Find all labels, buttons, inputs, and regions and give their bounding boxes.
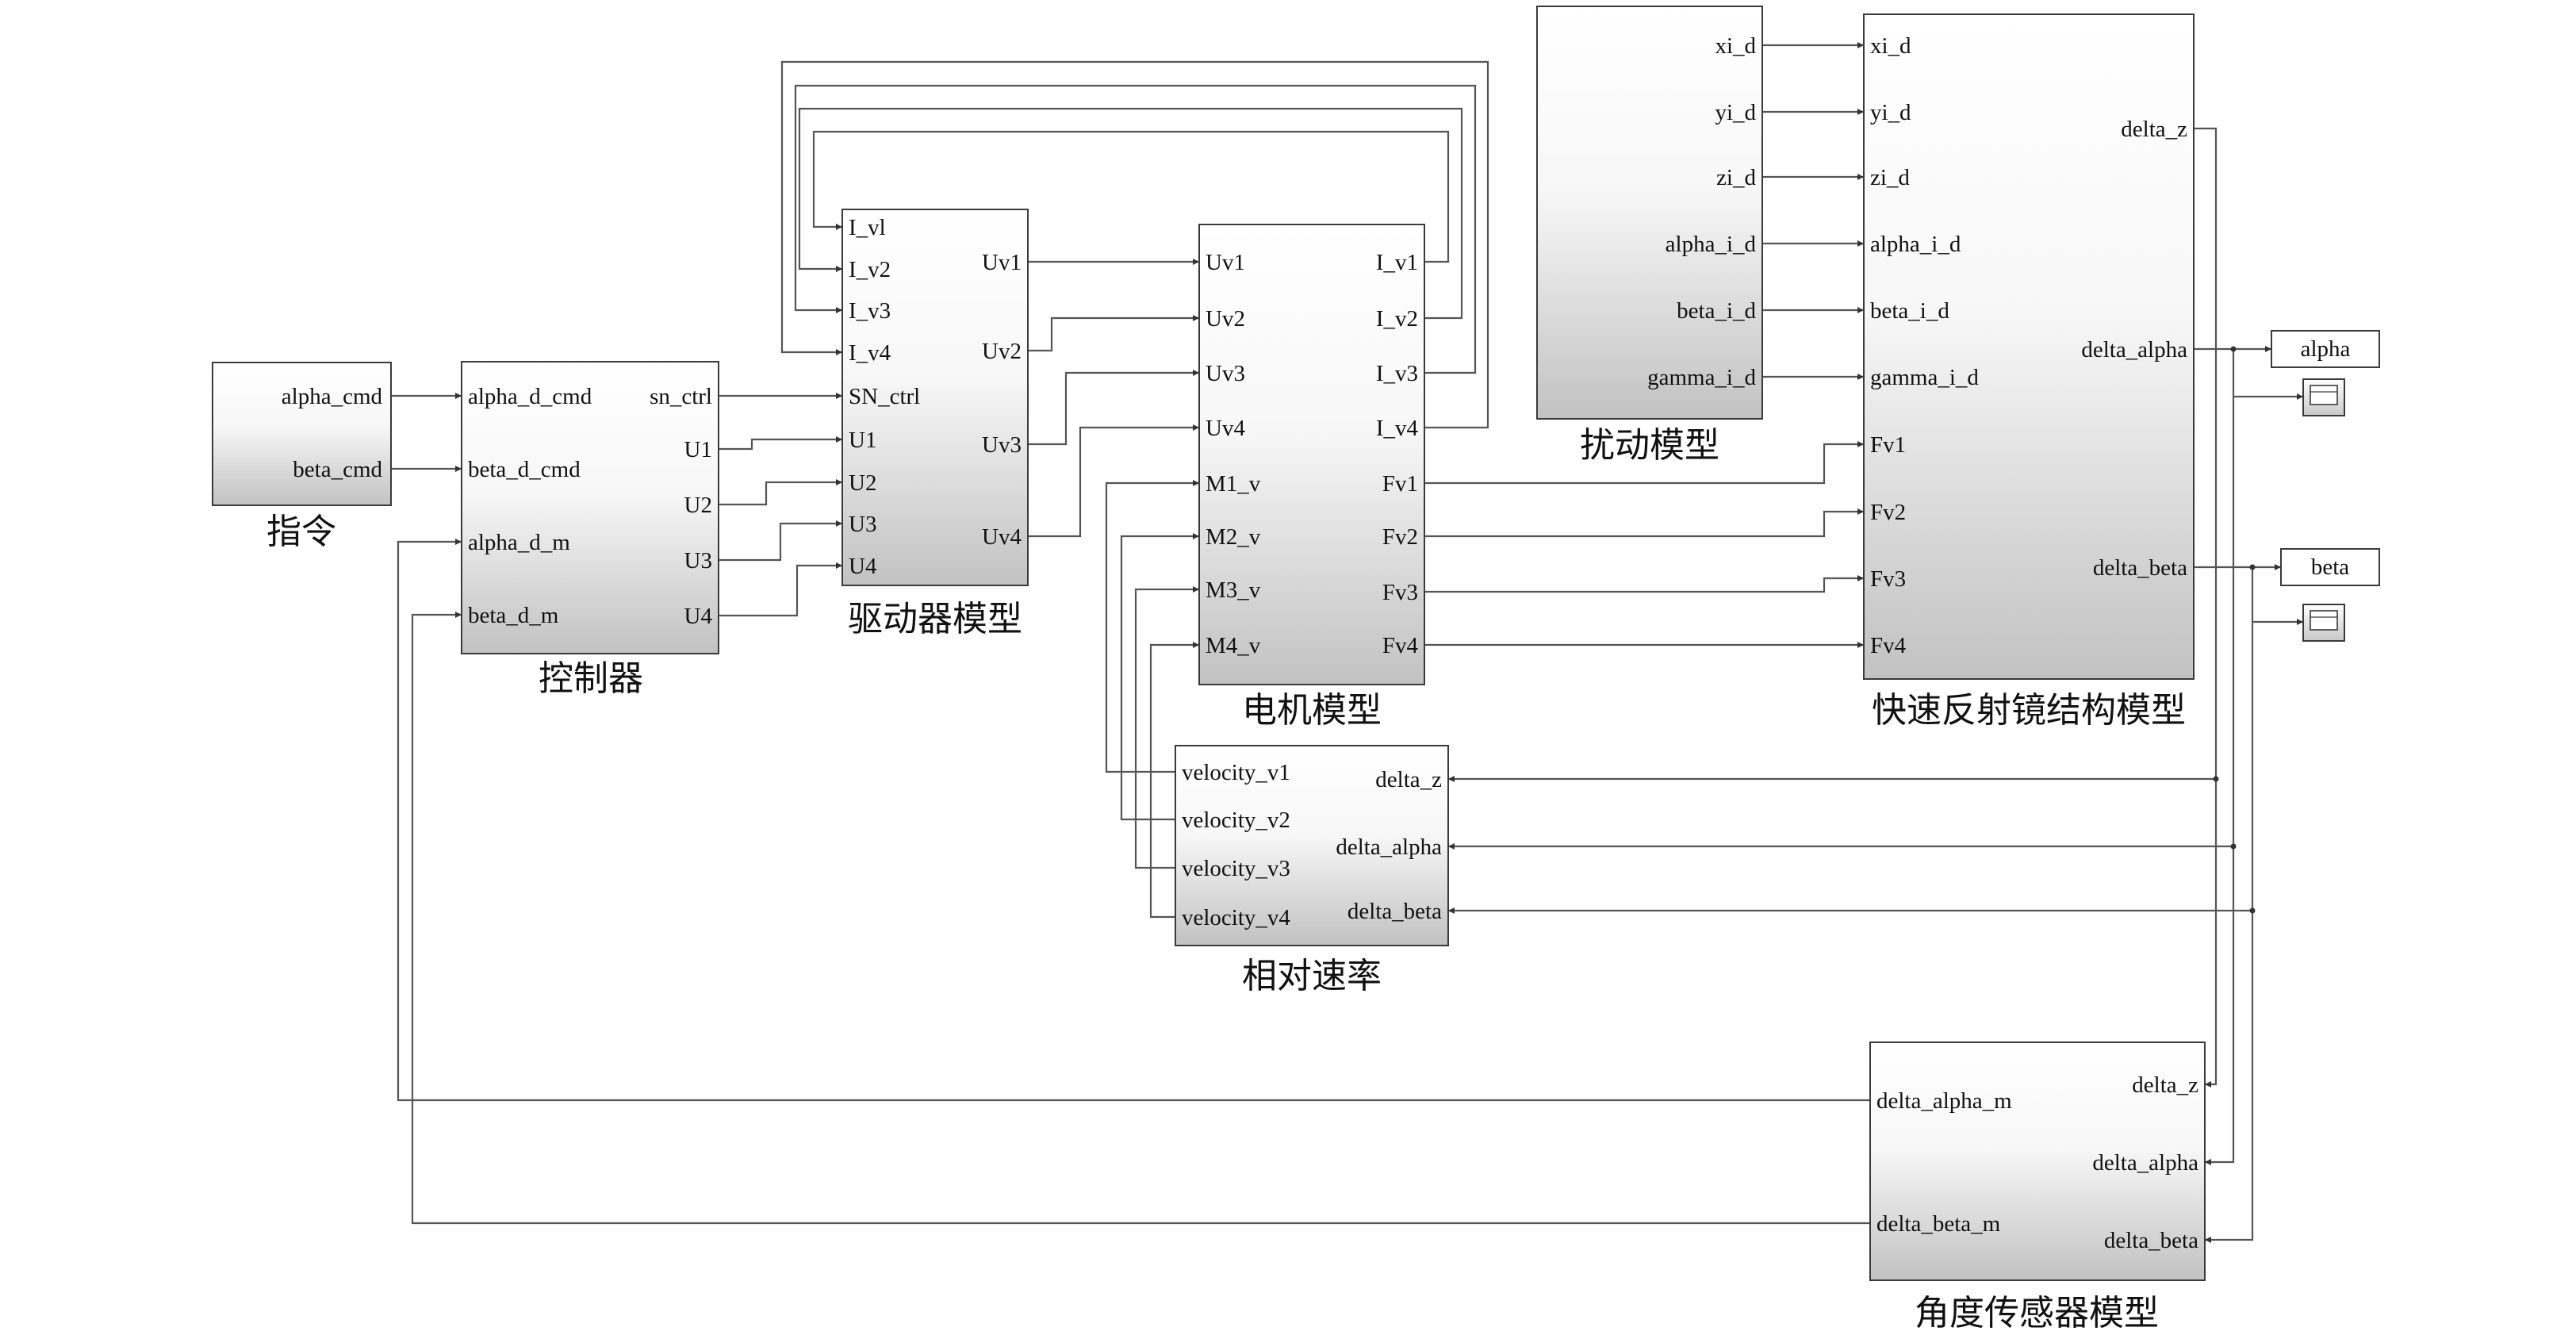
- port-uv1-in: Uv1: [1206, 250, 1245, 275]
- port-gamma-i-d-in: gamma_i_d: [1870, 365, 1979, 390]
- scope-icon[interactable]: [2302, 378, 2345, 416]
- port-fv4-out: Fv4: [1382, 633, 1419, 658]
- port-fv2-out: Fv2: [1382, 524, 1418, 550]
- motor-block[interactable]: Uv1 Uv2 Uv3 Uv4 M1_v M2_v M3_v M4_v I_v1…: [1198, 224, 1425, 731]
- junction-dots: [2213, 346, 2256, 914]
- port-i-v2: I_v2: [849, 257, 891, 282]
- port-uv1-out: Uv1: [982, 250, 1022, 275]
- port-u2-in: U2: [849, 470, 876, 496]
- port-relvel-delta-z: delta_z: [1375, 767, 1442, 792]
- port-fv1-out: Fv1: [1382, 471, 1418, 497]
- port-beta-i-d-out: beta_i_d: [1677, 298, 1756, 324]
- port-fv3-out: Fv3: [1382, 580, 1418, 605]
- port-beta-cmd: beta_cmd: [293, 457, 382, 482]
- port-i-v1-out: I_v1: [1376, 250, 1418, 275]
- controller-block-label: 控制器: [539, 658, 643, 699]
- port-uv3-out: Uv3: [982, 432, 1022, 458]
- port-beta-d-cmd: beta_d_cmd: [468, 457, 581, 482]
- port-i-v4-out: I_v4: [1376, 416, 1419, 441]
- port-sn-ctrl: sn_ctrl: [650, 384, 712, 409]
- port-uv2-in: Uv2: [1206, 306, 1245, 332]
- controller-block[interactable]: alpha_d_cmd beta_d_cmd alpha_d_m beta_d_…: [461, 361, 719, 699]
- alpha-sink-label: alpha: [2301, 336, 2351, 362]
- port-velocity-v2: velocity_v2: [1182, 808, 1290, 833]
- port-sensor-delta-alpha: delta_alpha: [2092, 1150, 2198, 1176]
- port-m1-v: M1_v: [1206, 471, 1261, 497]
- port-delta-alpha-m: delta_alpha_m: [1876, 1088, 2012, 1114]
- port-i-v3-out: I_v3: [1376, 361, 1418, 386]
- signal-lines: [391, 42, 2303, 1243]
- port-velocity-v3: velocity_v3: [1182, 856, 1290, 881]
- port-alpha-i-d-out: alpha_i_d: [1666, 232, 1757, 257]
- relative-velocity-block-label: 相对速率: [1242, 956, 1382, 996]
- port-i-v2-out: I_v2: [1376, 306, 1418, 332]
- port-sensor-delta-z: delta_z: [2132, 1072, 2198, 1098]
- port-u3: U3: [684, 548, 712, 574]
- port-alpha-cmd: alpha_cmd: [282, 384, 383, 409]
- port-yi-d-in: yi_d: [1870, 100, 1911, 125]
- port-relvel-delta-alpha: delta_alpha: [1336, 834, 1442, 860]
- port-u3-in: U3: [849, 512, 876, 537]
- port-m4-v: M4_v: [1206, 633, 1261, 658]
- fsm-block[interactable]: xi_d yi_d zi_d alpha_i_d beta_i_d gamma_…: [1863, 13, 2195, 731]
- disturbance-block[interactable]: xi_d yi_d zi_d alpha_i_d beta_i_d gamma_…: [1536, 6, 1763, 466]
- port-i-v3: I_v3: [849, 298, 891, 324]
- port-velocity-v4: velocity_v4: [1182, 905, 1290, 930]
- port-sn-ctrl-in: SN_ctrl: [849, 384, 920, 409]
- port-fv2-in: Fv2: [1870, 500, 1906, 525]
- alpha-output-sink[interactable]: alpha: [2271, 330, 2380, 368]
- port-uv3-in: Uv3: [1206, 361, 1245, 386]
- port-beta-d-m: beta_d_m: [468, 603, 559, 628]
- disturbance-block-label: 扰动模型: [1580, 425, 1719, 466]
- port-xi-d-out: xi_d: [1715, 33, 1756, 59]
- port-zi-d-in: zi_d: [1870, 165, 1910, 190]
- port-m3-v: M3_v: [1206, 577, 1261, 603]
- port-velocity-v1: velocity_v1: [1182, 760, 1290, 785]
- port-sensor-delta-beta: delta_beta: [2104, 1228, 2198, 1253]
- command-block-label: 指令: [266, 512, 336, 552]
- port-delta-beta-out: delta_beta: [2093, 555, 2187, 581]
- port-uv2-out: Uv2: [982, 339, 1022, 364]
- driver-block[interactable]: I_vl I_v2 I_v3 I_v4 SN_ctrl U1 U2 U3 U4 …: [841, 209, 1029, 639]
- fsm-block-label: 快速反射镜结构模型: [1872, 690, 2186, 731]
- command-block[interactable]: alpha_cmd beta_cmd 指令: [212, 362, 392, 552]
- port-u4-in: U4: [849, 554, 877, 579]
- port-alpha-i-d-in: alpha_i_d: [1870, 232, 1961, 257]
- port-u1-in: U1: [849, 428, 876, 453]
- port-gamma-i-d-out: gamma_i_d: [1647, 365, 1756, 390]
- port-delta-beta-m: delta_beta_m: [1876, 1211, 2001, 1237]
- port-xi-d-in: xi_d: [1870, 33, 1911, 59]
- port-u1: U1: [684, 437, 712, 462]
- port-delta-z-out: delta_z: [2121, 117, 2187, 142]
- driver-block-label: 驱动器模型: [848, 599, 1022, 639]
- angle-sensor-block[interactable]: delta_alpha_m delta_beta_m delta_z delta…: [1869, 1042, 2206, 1333]
- port-i-vl: I_vl: [849, 215, 886, 240]
- port-i-v4: I_v4: [849, 340, 891, 366]
- port-u4: U4: [684, 604, 713, 629]
- port-fv3-in: Fv3: [1870, 566, 1906, 592]
- port-yi-d-out: yi_d: [1715, 100, 1756, 125]
- port-uv4-out: Uv4: [982, 524, 1022, 550]
- port-alpha-d-m: alpha_d_m: [468, 530, 570, 555]
- relative-velocity-block[interactable]: velocity_v1 velocity_v2 velocity_v3 velo…: [1175, 745, 1449, 996]
- port-fv4-in: Fv4: [1870, 633, 1907, 658]
- port-zi-d-out: zi_d: [1716, 165, 1756, 190]
- port-fv1-in: Fv1: [1870, 432, 1906, 458]
- beta-sink-label: beta: [2311, 554, 2349, 580]
- port-delta-alpha-out: delta_alpha: [2081, 337, 2187, 363]
- angle-sensor-block-label: 角度传感器模型: [1915, 1293, 2159, 1333]
- scope-icon[interactable]: [2302, 604, 2345, 642]
- port-beta-i-d-in: beta_i_d: [1870, 298, 1949, 324]
- port-uv4-in: Uv4: [1206, 416, 1245, 441]
- beta-output-sink[interactable]: beta: [2280, 548, 2380, 586]
- port-relvel-delta-beta: delta_beta: [1347, 899, 1442, 924]
- port-m2-v: M2_v: [1206, 524, 1261, 550]
- motor-block-label: 电机模型: [1242, 690, 1382, 731]
- port-u2: U2: [684, 493, 712, 518]
- port-alpha-d-cmd: alpha_d_cmd: [468, 384, 592, 409]
